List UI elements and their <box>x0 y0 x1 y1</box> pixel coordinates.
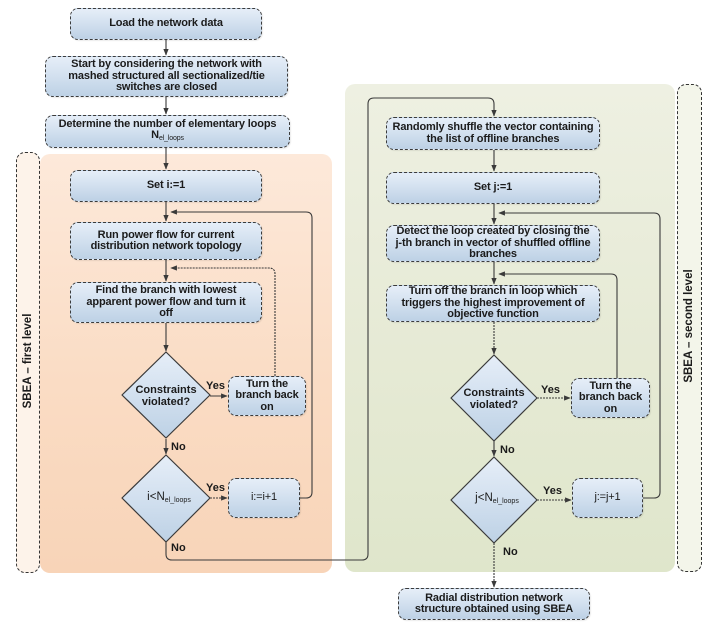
first-level-side-panel <box>16 152 40 573</box>
step-text: distribution network topology <box>90 240 242 252</box>
loop-increment-i <box>170 209 313 499</box>
step-text: Determine the number of elementary loops <box>58 117 277 130</box>
step-text: Randomly shuffle the vector containing <box>392 121 594 133</box>
detect-loop-step: Detect the loop created by closing the j… <box>386 225 600 262</box>
step-text: i:=i+1 <box>250 491 277 504</box>
yes-label-constraints-first: Yes <box>206 380 225 392</box>
step-text: branches <box>469 248 517 261</box>
loops-symbol: Nel_loops <box>151 129 184 142</box>
increment-j-step: j:=j+1 <box>572 478 643 518</box>
no-label-cond-i: No <box>171 542 186 554</box>
path-cond-i-no <box>165 97 497 561</box>
step-text: off <box>159 307 173 320</box>
loop-increment-j <box>498 210 661 499</box>
step-text: branch back <box>235 389 299 402</box>
step-text: j:=j+1 <box>594 491 621 504</box>
start-meshed-network-step: Start by considering the network with ma… <box>45 56 288 97</box>
step-text: Turn the <box>589 379 632 392</box>
load-network-data-step: Load the network data <box>70 8 262 40</box>
step-text: objective function <box>447 308 539 321</box>
shuffle-offline-branches-step: Randomly shuffle the vector containing t… <box>386 117 600 150</box>
step-text: Run power flow for current <box>97 228 235 241</box>
constraints-violated-text-second: Constraints violated? <box>463 387 525 411</box>
step-text: Detect the loop created by closing the <box>396 225 590 238</box>
turn-branch-back-on-step-second: Turn the branch back on <box>571 378 650 418</box>
set-j-step: Set j:=1 <box>386 172 600 204</box>
constraints-violated-decision-second <box>450 354 538 442</box>
step-text: Turn the <box>246 377 288 390</box>
step-text: on <box>260 400 274 413</box>
loop-turn-back-second <box>498 271 618 378</box>
step-text: j-th branch in vector of shuffled offlin… <box>395 236 591 249</box>
step-text: the list of offline branches <box>426 132 560 145</box>
second-level-side-panel <box>677 84 702 572</box>
set-i-step: Set i:=1 <box>70 170 262 202</box>
j-less-than-loops-decision <box>450 456 538 544</box>
i-less-than-loops-decision <box>121 454 211 543</box>
i-less-than-loops-text: i<Nel_loops <box>147 491 191 504</box>
step-text: Set i:=1 <box>146 179 186 192</box>
step-text: branch back <box>578 391 643 404</box>
loop-turn-back-first <box>170 265 276 376</box>
yes-label-cond-j: Yes <box>543 485 562 497</box>
increment-i-step: i:=i+1 <box>228 478 300 518</box>
find-lowest-flow-branch-step: Find the branch with lowest apparent pow… <box>70 282 262 323</box>
no-label-constraints-first: No <box>171 441 186 453</box>
yes-label-constraints-second: Yes <box>541 384 560 396</box>
step-text: on <box>603 402 618 415</box>
step-text: Turn off the branch in loop which <box>408 285 578 298</box>
turn-off-best-branch-step: Turn off the branch in loop which trigge… <box>386 285 600 322</box>
step-text: Find the branch with lowest <box>95 284 237 297</box>
determine-elementary-loops-step: Determine the number of elementary loops… <box>45 115 290 148</box>
step-text: apparent power flow and turn it <box>86 295 246 308</box>
step-text: Radial distribution network <box>425 591 563 604</box>
step-text: triggers the highest improvement of <box>401 296 585 309</box>
constraints-violated-decision-first <box>121 351 211 439</box>
constraints-violated-text-first: Constraints violated? <box>135 384 197 408</box>
step-text: Load the network data <box>109 17 223 30</box>
step-text: mashed structured all sectionalized/tie <box>68 69 265 82</box>
run-power-flow-step: Run power flow for current distribution … <box>70 222 262 260</box>
no-label-cond-j: No <box>503 546 518 558</box>
step-text: structure obtained using SBEA <box>414 603 574 615</box>
step-text: Start by considering the network with <box>71 58 262 71</box>
no-label-constraints-second: No <box>500 444 515 456</box>
j-less-than-loops-text: j<Nel_loops <box>475 492 519 505</box>
radial-network-result-step: Radial distribution network structure ob… <box>398 588 590 620</box>
turn-branch-back-on-step-first: Turn the branch back on <box>228 376 306 416</box>
step-text: Set j:=1 <box>473 181 513 194</box>
yes-label-cond-i: Yes <box>206 482 225 494</box>
step-text: switches are closed <box>115 81 218 94</box>
